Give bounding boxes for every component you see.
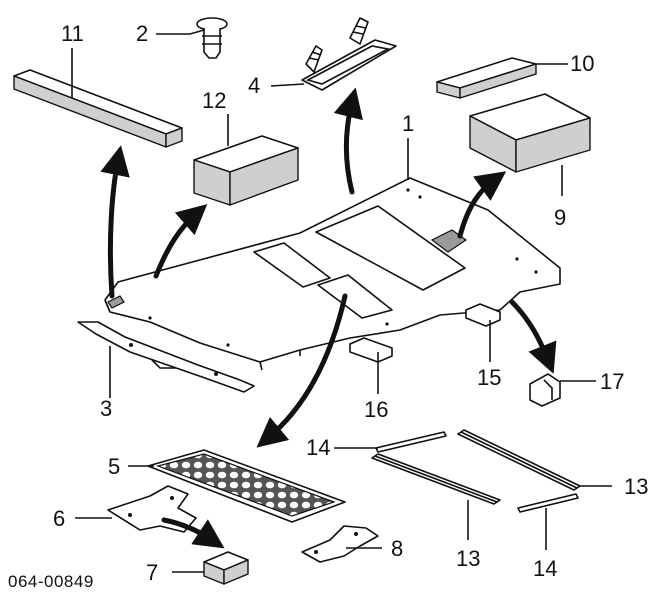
leader-lines [71, 29, 612, 573]
callout-12: 12 [202, 88, 226, 113]
callout-11: 11 [61, 21, 84, 46]
pad-part-12 [193, 135, 299, 206]
strip-part-13-upper [457, 429, 581, 491]
callout-14-lower: 14 [533, 556, 557, 581]
pad-part-10 [436, 57, 537, 99]
block-part-7 [203, 551, 249, 585]
headliner-holes [148, 188, 538, 347]
clip-part-2 [196, 17, 228, 59]
pad-part-9 [469, 93, 591, 173]
callout-16: 16 [364, 397, 388, 422]
callout-14-upper: 14 [306, 435, 330, 460]
bracket-part-3 [77, 321, 255, 393]
clip-part-17 [529, 373, 561, 407]
clip-part-16 [349, 337, 393, 363]
storage-net-part-5 [147, 449, 346, 523]
callout-13-right: 13 [624, 474, 648, 499]
callout-9: 9 [554, 205, 566, 230]
callout-3: 3 [100, 396, 112, 421]
foam-block-part-11 [13, 69, 183, 148]
callout-2: 2 [136, 21, 148, 46]
callout-1: 1 [402, 111, 414, 136]
callout-15: 15 [477, 365, 501, 390]
strip-part-14-lower [517, 493, 579, 513]
callout-8: 8 [391, 536, 403, 561]
headliner-part-1 [104, 177, 561, 371]
strip-part-13-lower [371, 453, 501, 505]
diagram-code: 064-00849 [8, 572, 94, 591]
callout-6: 6 [53, 506, 65, 531]
grab-handle-part-4 [301, 17, 397, 91]
callout-10: 10 [570, 51, 594, 76]
callout-4: 4 [248, 73, 260, 98]
assembly-arrows [100, 87, 557, 549]
clip-part-15 [465, 303, 501, 327]
callout-17: 17 [600, 369, 624, 394]
callout-7: 7 [146, 560, 158, 585]
strip-part-14-upper [375, 431, 447, 453]
callout-5: 5 [108, 454, 120, 479]
callout-13-bottom: 13 [456, 546, 480, 571]
bracket-part-8 [301, 525, 379, 563]
callout-labels: 11 2 4 10 12 1 9 3 5 6 7 8 16 15 17 14 1… [8, 21, 648, 591]
